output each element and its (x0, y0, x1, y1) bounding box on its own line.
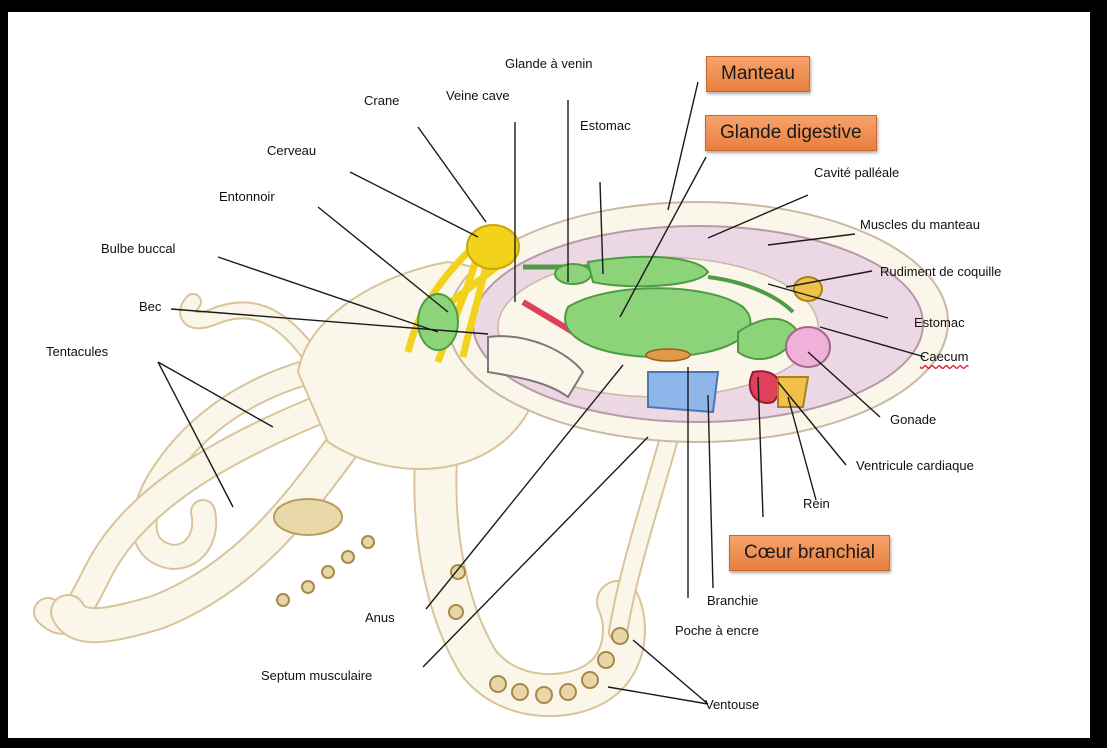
label-entonnoir: Entonnoir (219, 189, 275, 204)
label-caecum: Caecum (920, 349, 968, 364)
label-rudiment-coquille: Rudiment de coquille (880, 264, 1001, 279)
label-cerveau: Cerveau (267, 143, 316, 158)
ink-sac (646, 349, 690, 361)
label-crane: Crane (364, 93, 399, 108)
stomach-upper (588, 257, 708, 287)
label-coeur-branchial: Cœur branchial (729, 535, 890, 571)
label-tentacules: Tentacules (46, 344, 108, 359)
arm-right-fill (618, 442, 668, 632)
label-ventouse: Ventouse (705, 697, 759, 712)
label-poche-encre: Poche à encre (675, 623, 759, 638)
label-muscles-manteau: Muscles du manteau (860, 217, 980, 232)
label-branchie: Branchie (707, 593, 758, 608)
octopus-anatomy-drawing (8, 12, 1090, 738)
label-cavite-palleale: Cavité palléale (814, 165, 899, 180)
poison-gland (555, 264, 591, 284)
label-estomac-top: Estomac (580, 118, 631, 133)
label-ventricule: Ventricule cardiaque (856, 458, 974, 473)
label-gonade: Gonade (890, 412, 936, 427)
eye (274, 499, 342, 535)
label-manteau: Manteau (706, 56, 810, 92)
label-veine-cave: Veine cave (446, 88, 510, 103)
label-septum: Septum musculaire (261, 668, 372, 683)
gill (648, 372, 718, 412)
label-bulbe-buccal: Bulbe buccal (101, 241, 175, 256)
label-bec: Bec (139, 299, 161, 314)
brain (467, 225, 519, 269)
label-glande-venin: Glande à venin (505, 56, 592, 71)
ventricle (750, 371, 780, 403)
label-anus: Anus (365, 610, 395, 625)
kidney (778, 377, 808, 407)
gonad (786, 327, 830, 367)
label-rein: Rein (803, 496, 830, 511)
diagram-frame: Manteau Glande digestive Cœur branchial … (8, 12, 1090, 738)
digestive-gland (565, 288, 750, 357)
buccal-bulb (418, 294, 458, 350)
label-estomac-right: Estomac (914, 315, 965, 330)
label-glande-digestive: Glande digestive (705, 115, 877, 151)
